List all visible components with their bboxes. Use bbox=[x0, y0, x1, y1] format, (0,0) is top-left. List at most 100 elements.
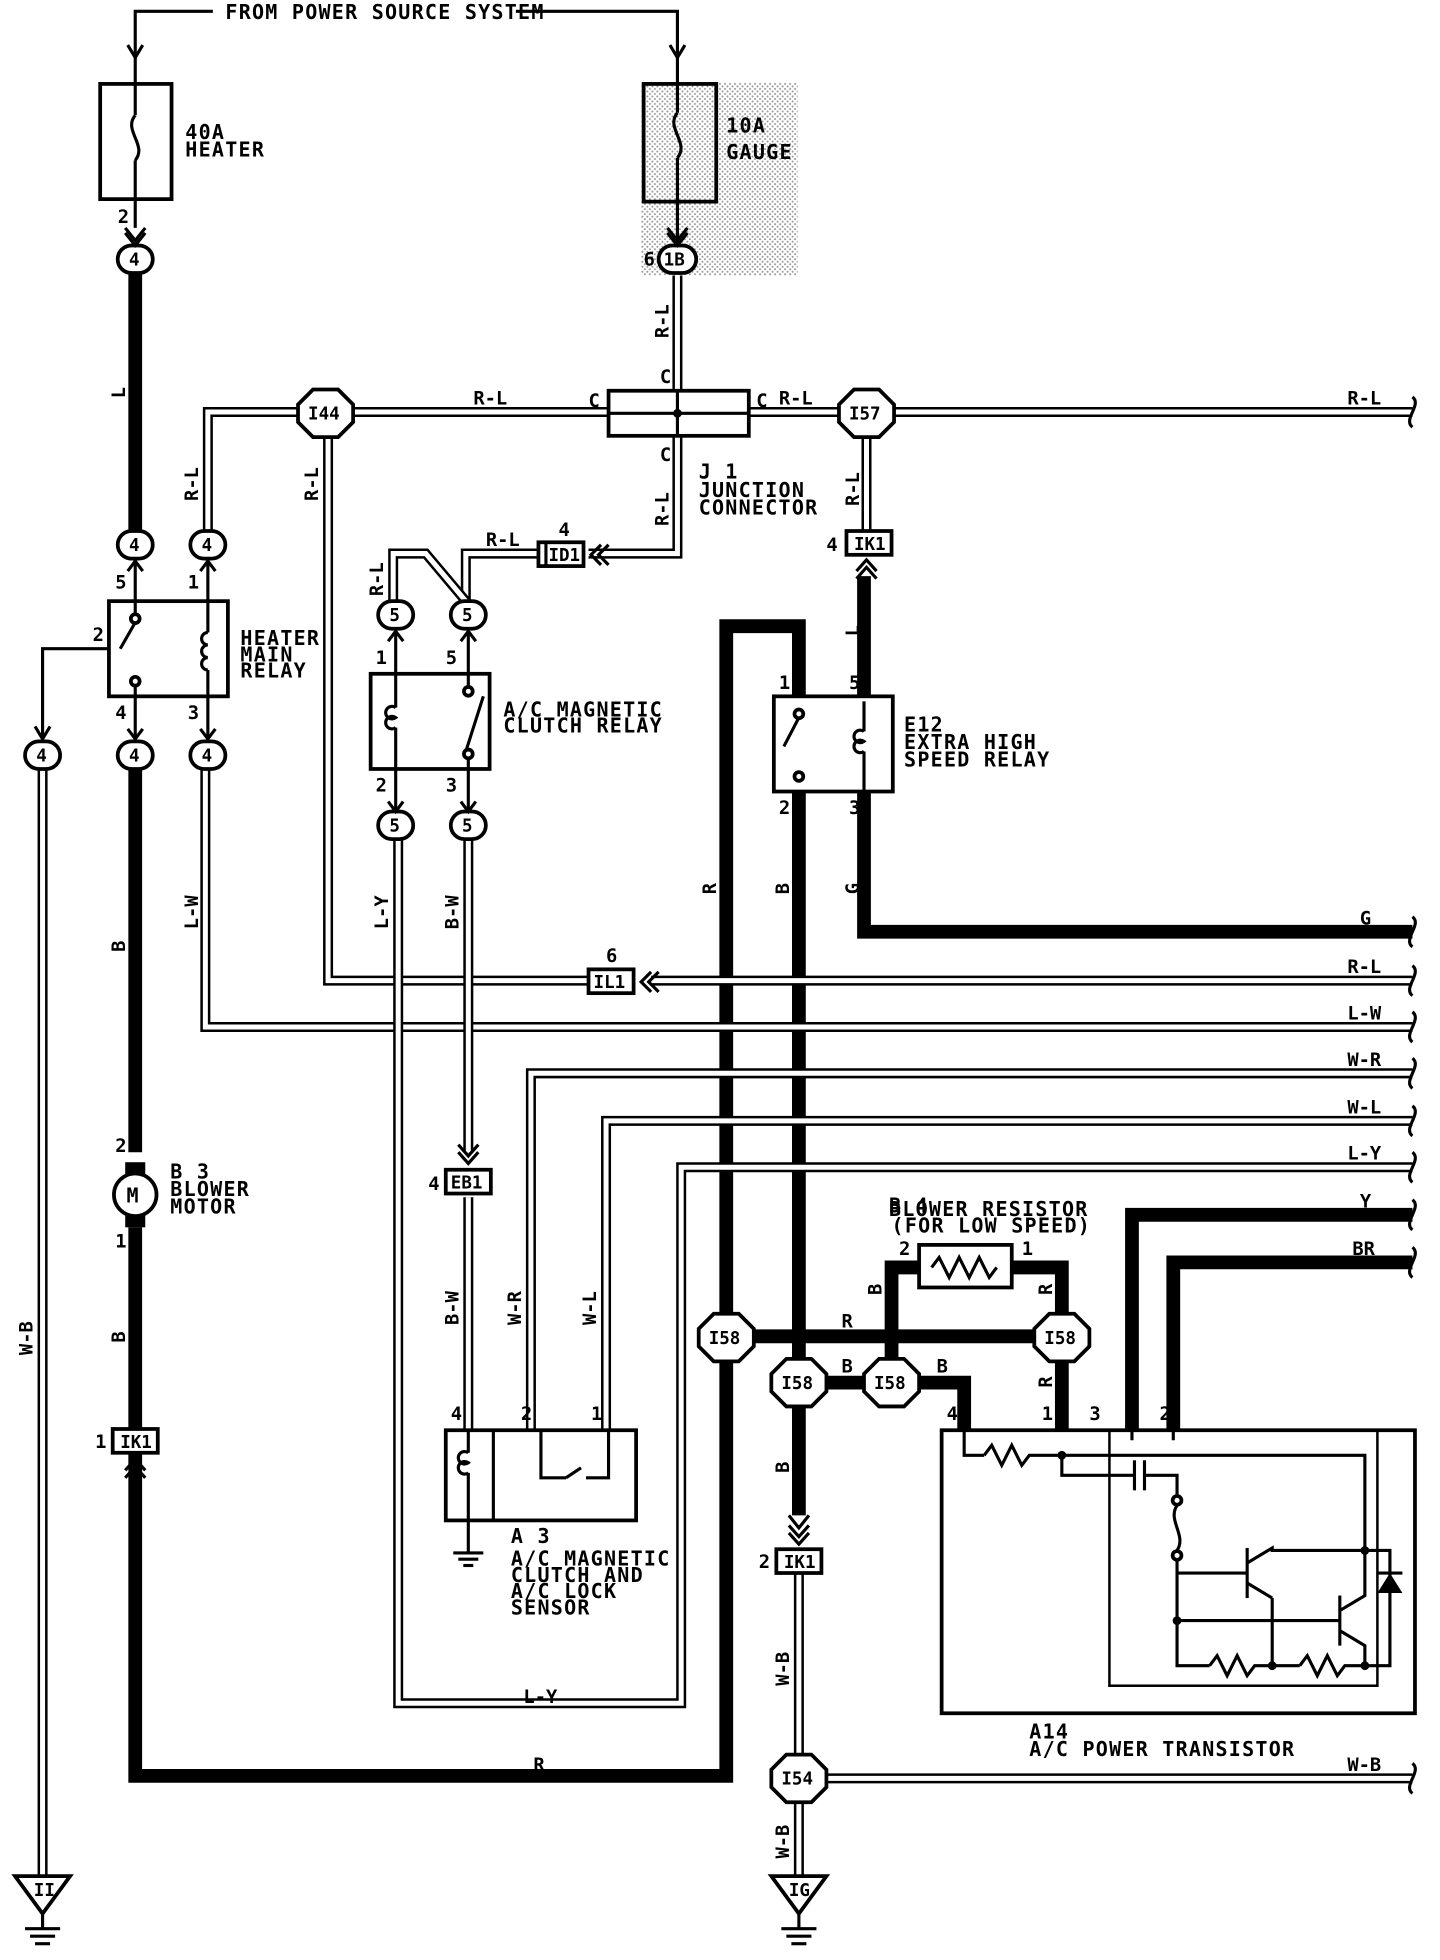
connector-ik1-left: IK1 1 bbox=[95, 1427, 160, 1479]
svg-text:R: R bbox=[700, 882, 721, 894]
ac-relay-line2: CLUTCH RELAY bbox=[503, 714, 663, 738]
svg-text:R-L: R-L bbox=[653, 304, 674, 338]
a3-line3: A/C LOCK bbox=[511, 1579, 617, 1603]
svg-text:IK1: IK1 bbox=[854, 535, 886, 555]
extra-high-speed-relay: 1 5 2 3 E12 EXTRA HIGH SPEED RELAY bbox=[771, 673, 1049, 819]
pin-5: 5 bbox=[115, 573, 126, 594]
svg-text:B: B bbox=[109, 941, 130, 952]
svg-text:B: B bbox=[841, 1357, 852, 1378]
pin-5: 5 bbox=[446, 648, 457, 669]
power-source-header: FROM POWER SOURCE SYSTEM bbox=[126, 0, 687, 61]
svg-text:L-W: L-W bbox=[182, 895, 203, 930]
pin-4: 4 bbox=[826, 535, 837, 556]
svg-text:BR: BR bbox=[1352, 1239, 1375, 1260]
pin-2: 2 bbox=[93, 625, 104, 646]
svg-text:R-L: R-L bbox=[182, 467, 203, 501]
heater-relay-line3: RELAY bbox=[240, 659, 307, 683]
svg-text:I54: I54 bbox=[781, 1770, 813, 1790]
pin-4: 4 bbox=[428, 1174, 439, 1195]
svg-text:5: 5 bbox=[462, 817, 473, 837]
svg-text:G: G bbox=[843, 883, 864, 894]
heater-relay-pin2-wire bbox=[41, 647, 121, 739]
connector-5-ac-relay-5: 5 bbox=[448, 599, 488, 631]
svg-text:I58: I58 bbox=[874, 1374, 906, 1394]
pin-6: 6 bbox=[644, 250, 655, 271]
double-wires bbox=[37, 275, 1413, 1877]
connector-i58-right: I58 bbox=[1032, 1311, 1092, 1364]
svg-text:R-L: R-L bbox=[779, 389, 813, 410]
svg-text:B: B bbox=[773, 883, 794, 894]
octagon-connectors: I44 I57 I58 I58 I58 I58 I54 bbox=[296, 387, 1092, 1805]
svg-text:W-R: W-R bbox=[505, 1290, 526, 1325]
svg-text:1B: 1B bbox=[664, 251, 685, 271]
power-source-label: FROM POWER SOURCE SYSTEM bbox=[225, 0, 544, 24]
pin-2: 2 bbox=[1160, 1404, 1171, 1425]
svg-text:R-L: R-L bbox=[302, 467, 323, 501]
svg-text:R: R bbox=[1036, 1283, 1057, 1295]
j1-line2: CONNECTOR bbox=[699, 496, 819, 520]
heater-fuse-rating: 40A bbox=[185, 120, 225, 144]
wire-break-marks bbox=[1408, 395, 1417, 1795]
connector-il1: IL1 6 bbox=[586, 946, 660, 996]
junction-connector-j1: C C C C J 1 JUNCTION CONNECTOR bbox=[589, 367, 819, 520]
gauge-fuse-rating: 10A bbox=[726, 114, 766, 138]
heater-fuse: 40A HEATER bbox=[98, 56, 264, 228]
pin-1: 1 bbox=[188, 573, 199, 594]
svg-text:W-B: W-B bbox=[1347, 1755, 1381, 1776]
connector-i58-left: I58 bbox=[696, 1311, 756, 1364]
j1-pin-c: C bbox=[589, 391, 600, 412]
svg-text:R: R bbox=[841, 1312, 853, 1333]
svg-text:R: R bbox=[1036, 1376, 1057, 1388]
svg-text:I58: I58 bbox=[1044, 1329, 1076, 1349]
svg-text:L-W: L-W bbox=[1347, 1003, 1382, 1024]
pin-1: 1 bbox=[591, 1404, 602, 1425]
svg-text:II: II bbox=[34, 1881, 55, 1901]
a3-line2: CLUTCH AND bbox=[511, 1563, 644, 1587]
svg-text:W-B: W-B bbox=[773, 1825, 794, 1859]
pin-1: 1 bbox=[1022, 1239, 1033, 1260]
j1-pin-c: C bbox=[660, 445, 671, 466]
pin-4: 4 bbox=[115, 703, 126, 724]
svg-text:L-Y: L-Y bbox=[523, 1687, 558, 1708]
ground-ig: IG bbox=[767, 1874, 831, 1946]
connector-4-heater-relay-4: 4 bbox=[115, 739, 155, 771]
a14-line1: A/C POWER TRANSISTOR bbox=[1029, 1737, 1295, 1761]
connector-i57: I57 bbox=[837, 387, 896, 439]
svg-text:R-L: R-L bbox=[843, 472, 864, 506]
connector-ik1-bottom: IK1 2 bbox=[759, 1524, 824, 1575]
j1-code: J 1 bbox=[699, 459, 739, 483]
svg-text:ID1: ID1 bbox=[548, 546, 580, 566]
b3-line1: BLOWER bbox=[170, 1177, 250, 1201]
svg-text:5: 5 bbox=[389, 817, 400, 837]
connector-4-ground: 4 bbox=[23, 739, 62, 771]
connector-eb1: EB1 4 bbox=[428, 1143, 493, 1196]
pin-2: 2 bbox=[899, 1239, 910, 1260]
j1-pin-c: C bbox=[756, 391, 767, 412]
svg-text:I58: I58 bbox=[709, 1329, 741, 1349]
heater-relay-line1: HEATER bbox=[240, 626, 320, 650]
b4-line1: BLOWER RESISTOR bbox=[889, 1197, 1089, 1221]
svg-text:R-L: R-L bbox=[1347, 389, 1381, 410]
svg-text:4: 4 bbox=[129, 251, 140, 271]
j1-pin-c: C bbox=[660, 367, 671, 388]
blower-resistor: 2 1 B 4 BLOWER RESISTOR (FOR LOW SPEED) bbox=[889, 1193, 1090, 1290]
svg-text:EB1: EB1 bbox=[451, 1174, 483, 1194]
svg-text:W-L: W-L bbox=[1347, 1097, 1381, 1118]
svg-text:IK1: IK1 bbox=[120, 1433, 152, 1453]
svg-text:4: 4 bbox=[202, 746, 213, 766]
svg-text:4: 4 bbox=[36, 746, 47, 766]
ac-relay-line1: A/C MAGNETIC bbox=[503, 697, 663, 721]
pin-1: 1 bbox=[779, 673, 790, 694]
svg-text:B-W: B-W bbox=[442, 895, 463, 930]
b3-code: B 3 bbox=[170, 1160, 210, 1184]
oval-connectors: 4 1B 4 4 4 4 4 5 bbox=[23, 243, 699, 841]
svg-text:IG: IG bbox=[789, 1881, 810, 1901]
a3-code: A 3 bbox=[511, 1524, 551, 1548]
pin-2: 2 bbox=[115, 1136, 126, 1157]
connector-4-heater-relay-5: 4 bbox=[115, 529, 155, 561]
connector-5-ac-relay-3: 5 bbox=[448, 809, 488, 841]
pin-2: 2 bbox=[779, 798, 790, 819]
magnetic-clutch-lock-sensor: 4 2 1 A 3 A/C MAGNETIC CLUTCH AND A/C LO… bbox=[443, 1404, 669, 1619]
svg-text:W-B: W-B bbox=[773, 1652, 794, 1686]
